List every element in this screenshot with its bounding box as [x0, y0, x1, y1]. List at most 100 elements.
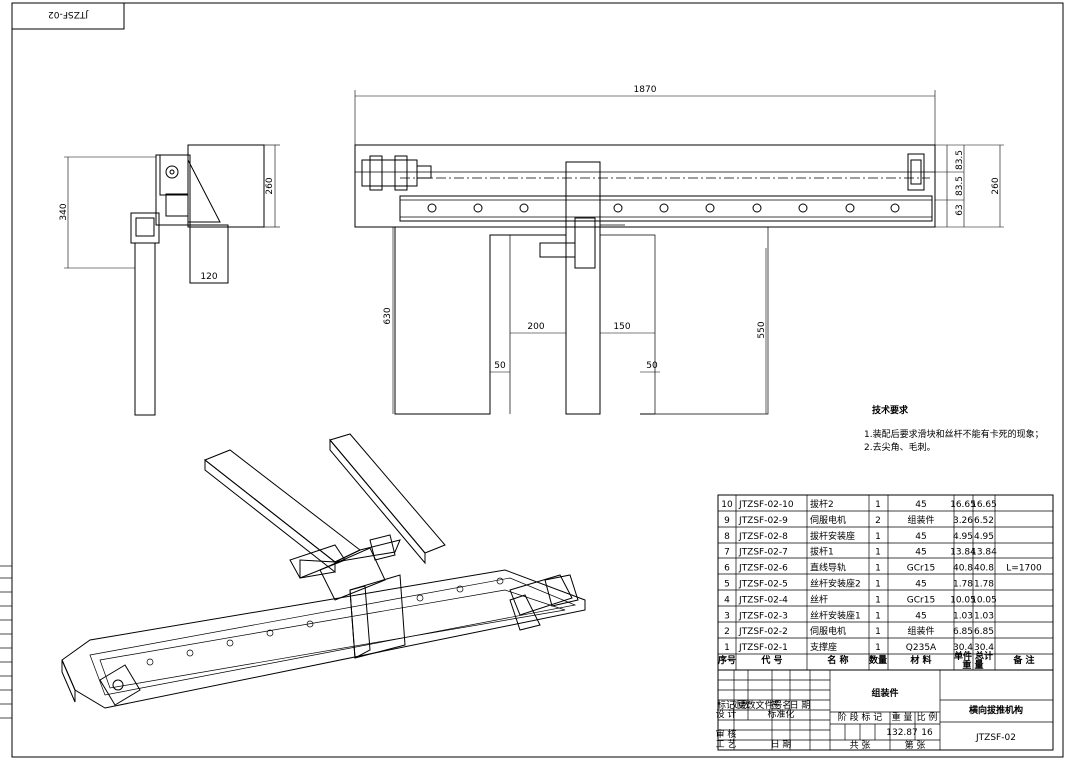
- bom-cell-total: 13.84: [971, 548, 997, 558]
- bom-cell-code: JTZSF-02-2: [738, 627, 788, 637]
- bom-cell-name: 拔杆2: [810, 498, 834, 510]
- label-scale: 比 例: [917, 711, 938, 723]
- bom-cell-material: Q235A: [906, 643, 937, 653]
- bom-cell-code: JTZSF-02-4: [738, 595, 788, 605]
- dim-right-b: 83.5: [955, 176, 965, 196]
- dim-side-depth: 260: [265, 177, 275, 194]
- dim-overall-length: 1870: [634, 85, 657, 95]
- dim-right-c: 63: [955, 204, 965, 215]
- title-scale: 16: [921, 728, 933, 738]
- bom-cell-name: 丝杆安装座1: [810, 609, 861, 621]
- label-weight: 重 量: [892, 711, 913, 723]
- bom-cell-name: 伺服电机: [810, 514, 846, 526]
- bom-cell-no: 2: [724, 627, 730, 637]
- label-process: 工 艺: [716, 739, 737, 750]
- dim-right-leg: 50: [646, 361, 658, 371]
- bom-cell-code: JTZSF-02-5: [738, 580, 788, 590]
- bom-cell-qty: 1: [875, 564, 881, 574]
- bom-cell-no: 1: [724, 643, 730, 653]
- bom-header-total: 总计: [975, 650, 993, 662]
- bom-cell-code: JTZSF-02-7: [738, 548, 788, 558]
- bom-cell-total: 30.4: [974, 643, 994, 653]
- bom-header-unit: 单件: [954, 650, 972, 662]
- bom-cell-qty: 1: [875, 532, 881, 542]
- title-block: 组装件 横向拔推机构 JTZSF-02 132.87 16 标记 处数 更改文件…: [716, 669, 1054, 751]
- bom-cell-no: 7: [724, 548, 730, 558]
- bom-header-note: 备 注: [1012, 654, 1034, 666]
- drawing-title: 横向拔推机构: [969, 704, 1023, 716]
- bom-cell-name: 拔杆1: [810, 546, 834, 558]
- bom-cell-total: 4.95: [974, 532, 994, 542]
- tech-req-line2: 2.去尖角、毛刺。: [864, 441, 936, 453]
- label-sign: 签 名: [771, 699, 792, 711]
- rotated-number-box: [11, 2, 125, 30]
- bom-header-qty: 数量: [869, 654, 887, 666]
- label-sheet-total: 共 张: [850, 740, 871, 751]
- bom-cell-unit: 1.78: [953, 580, 973, 590]
- bom-cell-total: 1.03: [974, 611, 994, 621]
- bom-cell-total: 6.85: [974, 627, 994, 637]
- label-design: 设 计: [716, 708, 737, 720]
- dim-leg-height: 630: [383, 307, 393, 324]
- tech-req-title: 技术要求: [872, 404, 909, 416]
- bom-cell-qty: 1: [875, 548, 881, 558]
- bom-cell-material: 45: [915, 548, 926, 558]
- assembly-label: 组装件: [871, 687, 898, 699]
- bom-cell-qty: 1: [875, 627, 881, 637]
- bom-cell-note: L=1700: [1006, 564, 1042, 574]
- label-date: 日 期: [790, 700, 811, 711]
- dim-right-a: 83.5: [955, 150, 965, 170]
- bom-cell-qty: 1: [875, 611, 881, 621]
- bom-cell-unit: 30.4: [953, 643, 973, 653]
- dim-right-height: 550: [757, 321, 767, 338]
- bom-cell-no: 5: [724, 580, 730, 590]
- bom-cell-no: 8: [724, 532, 730, 542]
- bom-cell-code: JTZSF-02-3: [738, 611, 788, 621]
- bom-cell-qty: 1: [875, 500, 881, 510]
- left-revision-strip: [0, 565, 12, 719]
- bom-cell-no: 4: [724, 595, 730, 605]
- bom-cell-total: 40.8: [974, 564, 994, 574]
- bom-cell-unit: 4.95: [953, 532, 973, 542]
- dim-left-leg: 50: [494, 361, 506, 371]
- bom-cell-unit: 40.8: [953, 564, 973, 574]
- dim-left-gap: 200: [527, 322, 544, 332]
- bom-cell-qty: 1: [875, 595, 881, 605]
- label-approve: 日 期: [771, 739, 792, 750]
- bom-cell-unit: 6.85: [953, 627, 973, 637]
- bom-header-weight: 重 量: [962, 659, 983, 671]
- label-review: 审 核: [716, 728, 737, 740]
- bom-cell-qty: 1: [875, 643, 881, 653]
- bom-cell-unit: 16.65: [950, 500, 976, 510]
- bom-cell-code: JTZSF-02-1: [738, 643, 788, 653]
- bom-cell-total: 6.52: [974, 516, 994, 526]
- bom-cell-no: 9: [724, 516, 730, 526]
- dim-right-gap: 150: [613, 322, 630, 332]
- bom-cell-name: 丝杆: [810, 593, 828, 605]
- dim-side-offset: 120: [200, 272, 217, 282]
- bom-cell-material: 组装件: [907, 625, 934, 637]
- bom-cell-material: 组装件: [907, 514, 934, 526]
- bom-cell-unit: 3.26: [953, 516, 973, 526]
- front-view: 1870 630 200: [354, 85, 1004, 415]
- isometric-view: [61, 433, 586, 709]
- dim-right-total: 260: [991, 177, 1001, 194]
- bom-cell-material: 45: [915, 580, 926, 590]
- bom-cell-name: 支撑座: [810, 641, 837, 653]
- bom-cell-name: 直线导轨: [810, 562, 846, 574]
- bom-cell-code: JTZSF-02-6: [738, 564, 788, 574]
- bom-cell-no: 10: [721, 500, 733, 510]
- label-sheet-no: 第 张: [905, 739, 926, 751]
- bom-cell-qty: 1: [875, 580, 881, 590]
- bom-cell-material: 45: [915, 532, 926, 542]
- bom-header-material: 材 料: [909, 654, 931, 666]
- bom-cell-material: GCr15: [907, 595, 935, 605]
- bom-cell-no: 6: [724, 564, 730, 574]
- dim-side-height: 340: [59, 203, 69, 220]
- bom-header-code: 代 号: [760, 654, 782, 666]
- bom-cell-total: 10.05: [971, 595, 997, 605]
- bom-cell-material: 45: [915, 500, 926, 510]
- bom-cell-unit: 1.03: [953, 611, 973, 621]
